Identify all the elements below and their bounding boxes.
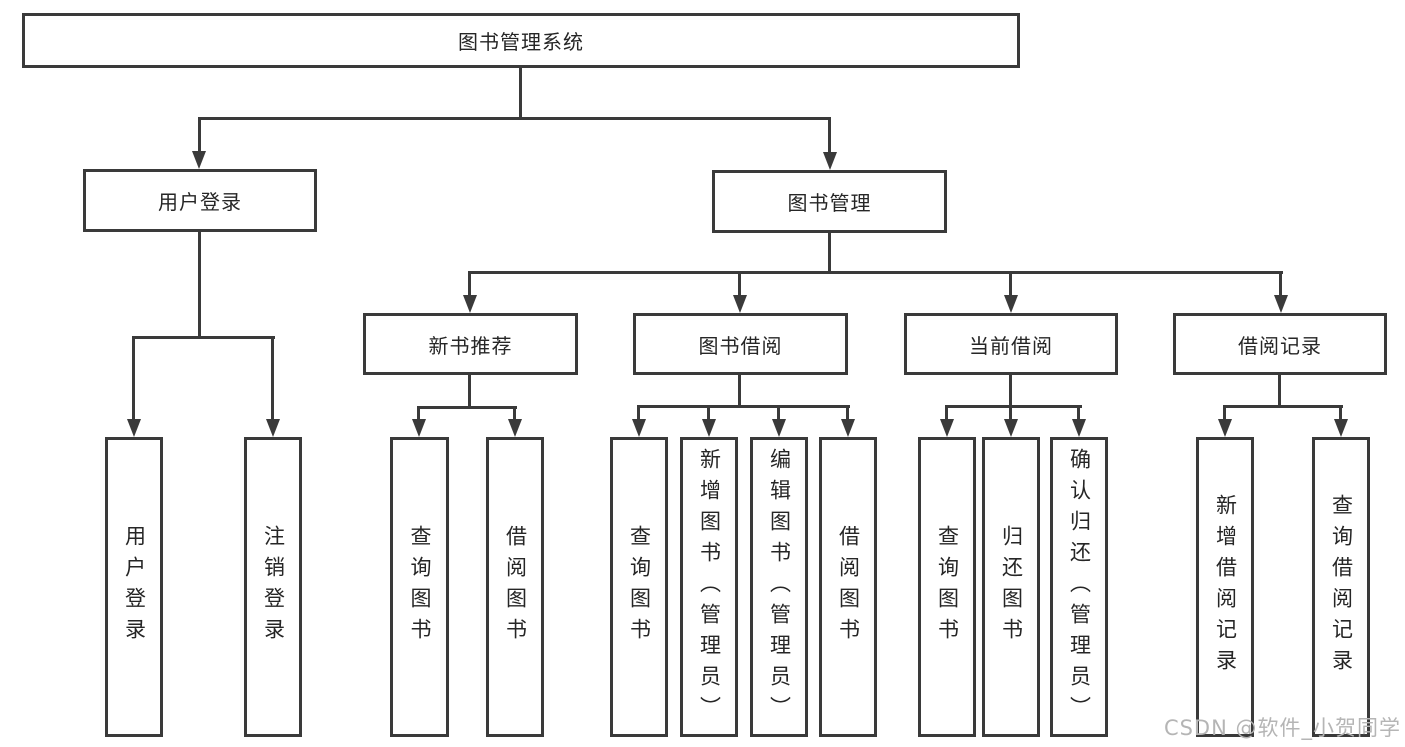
connector-line — [777, 405, 780, 419]
connector-line — [513, 406, 516, 419]
leaf-confirm-return-admin: 确认归还（管理员） — [1050, 437, 1108, 737]
leaf-borrow-books-recommend: 借阅图书 — [486, 437, 544, 737]
arrow-down-icon — [772, 419, 786, 437]
connector-line — [198, 232, 201, 336]
arrow-down-icon — [463, 295, 477, 313]
arrow-down-icon — [266, 419, 280, 437]
leaf-add-book-admin: 新增图书（管理员） — [680, 437, 738, 737]
connector-line — [271, 336, 274, 419]
arrow-down-icon — [733, 295, 747, 313]
connector-line — [198, 117, 831, 120]
leaf-query-books-recommend: 查询图书 — [390, 437, 449, 737]
arrow-down-icon — [1334, 419, 1348, 437]
node-user-login: 用户登录 — [83, 169, 317, 232]
connector-line — [519, 68, 522, 117]
node-book-borrowing: 图书借阅 — [633, 313, 848, 375]
connector-line — [468, 271, 471, 295]
csdn-watermark: CSDN @软件_小贺同学 — [1163, 716, 1401, 740]
leaf-query-books-current: 查询图书 — [918, 437, 976, 737]
arrow-down-icon — [1004, 295, 1018, 313]
node-new-book-recommend: 新书推荐 — [363, 313, 578, 375]
connector-line — [637, 405, 850, 408]
leaf-edit-book-admin: 编辑图书（管理员） — [750, 437, 808, 737]
arrow-down-icon — [1004, 419, 1018, 437]
leaf-add-borrow-record: 新增借阅记录 — [1196, 437, 1254, 737]
connector-line — [417, 406, 420, 419]
arrow-down-icon — [702, 419, 716, 437]
arrow-down-icon — [823, 152, 837, 170]
arrow-down-icon — [1072, 419, 1086, 437]
connector-line — [945, 405, 948, 419]
connector-line — [1223, 405, 1343, 408]
leaf-borrow-books: 借阅图书 — [819, 437, 877, 737]
node-book-management: 图书管理 — [712, 170, 947, 233]
connector-line — [828, 117, 831, 152]
connector-line — [707, 405, 710, 419]
connector-line — [945, 405, 1082, 408]
arrow-down-icon — [841, 419, 855, 437]
node-borrow-records: 借阅记录 — [1173, 313, 1387, 375]
node-library-management-system: 图书管理系统 — [22, 13, 1020, 68]
leaf-logout: 注销登录 — [244, 437, 302, 737]
arrow-down-icon — [127, 419, 141, 437]
leaf-query-books-borrowing: 查询图书 — [610, 437, 668, 737]
connector-line — [198, 117, 201, 151]
connector-line — [1009, 271, 1012, 295]
connector-line — [828, 233, 831, 271]
connector-line — [738, 375, 741, 405]
connector-line — [1009, 405, 1012, 419]
connector-line — [469, 271, 1283, 274]
leaf-return-books: 归还图书 — [982, 437, 1040, 737]
connector-line — [1223, 405, 1226, 419]
arrow-down-icon — [940, 419, 954, 437]
connector-line — [846, 405, 849, 419]
connector-line — [468, 375, 471, 406]
connector-line — [417, 406, 517, 409]
connector-line — [738, 271, 741, 295]
arrow-down-icon — [1218, 419, 1232, 437]
leaf-user-login: 用户登录 — [105, 437, 163, 737]
arrow-down-icon — [632, 419, 646, 437]
arrow-down-icon — [1274, 295, 1288, 313]
connector-line — [132, 336, 135, 419]
arrow-down-icon — [192, 151, 206, 169]
leaf-query-borrow-record: 查询借阅记录 — [1312, 437, 1370, 737]
arrow-down-icon — [508, 419, 522, 437]
node-current-borrowing: 当前借阅 — [904, 313, 1118, 375]
connector-line — [1009, 375, 1012, 405]
arrow-down-icon — [412, 419, 426, 437]
connector-line — [1279, 271, 1282, 295]
connector-line — [1077, 405, 1080, 419]
connector-line — [132, 336, 275, 339]
connector-line — [1339, 405, 1342, 419]
connector-line — [1278, 375, 1281, 405]
connector-line — [637, 405, 640, 419]
